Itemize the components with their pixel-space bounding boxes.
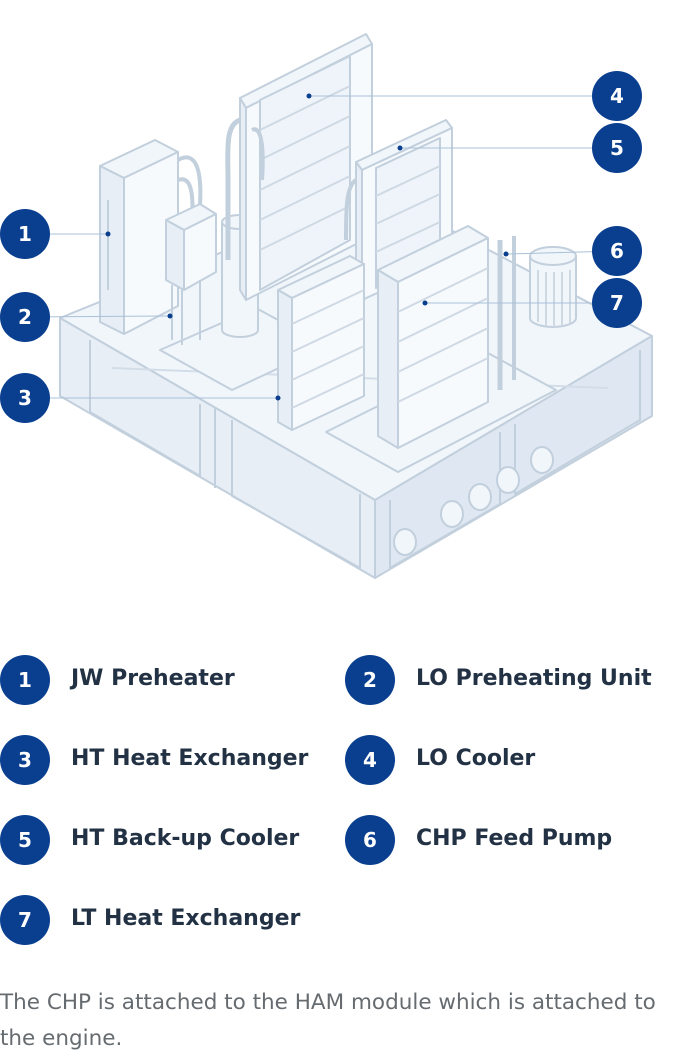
legend-number-badge: 2	[345, 655, 395, 705]
legend-number-badge: 5	[0, 815, 50, 865]
target-dot-jw-preheater	[106, 232, 111, 237]
legend-number-badge: 7	[0, 895, 50, 945]
chp-module-illustration: 1 2 3 4 5 6 7	[0, 0, 690, 600]
target-dot-ht-back-up-cooler	[398, 146, 403, 151]
legend-label: LO Preheating Unit	[416, 666, 652, 691]
legend-label: HT Back-up Cooler	[71, 826, 299, 851]
legend-label: LO Cooler	[416, 746, 535, 771]
target-dot-chp-feed-pump	[504, 252, 509, 257]
legend-label: JW Preheater	[71, 666, 235, 691]
callout-number: 6	[610, 239, 624, 263]
target-dot-ht-heat-exchanger	[276, 396, 281, 401]
legend-number-badge: 6	[345, 815, 395, 865]
target-dot-lo-cooler	[307, 94, 312, 99]
legend-label: LT Heat Exchanger	[71, 906, 300, 931]
legend-number-badge: 3	[0, 735, 50, 785]
callout-badge-lo-cooler: 4	[592, 71, 642, 121]
callout-number: 5	[610, 136, 624, 160]
target-dot-lt-heat-exchanger	[423, 301, 428, 306]
legend-number-badge: 1	[0, 655, 50, 705]
caption-text: The CHP is attached to the HAM module wh…	[0, 985, 660, 1057]
callout-number: 4	[610, 84, 624, 108]
callout-badge-jw-preheater: 1	[0, 209, 50, 259]
callout-badge-lo-preheating-unit: 2	[0, 292, 50, 342]
callout-number: 3	[18, 386, 32, 410]
callout-number: 1	[18, 222, 32, 246]
callout-badge-ht-heat-exchanger: 3	[0, 373, 50, 423]
legend-label: HT Heat Exchanger	[71, 746, 308, 771]
legend-number-badge: 4	[345, 735, 395, 785]
chp-feed-pump-unit	[530, 247, 576, 327]
target-dot-lo-preheating-unit	[168, 314, 173, 319]
callout-badge-ht-back-up-cooler: 5	[592, 123, 642, 173]
callout-number: 7	[610, 291, 624, 315]
callout-number: 2	[18, 305, 32, 329]
callout-badge-chp-feed-pump: 6	[592, 226, 642, 276]
callout-badge-lt-heat-exchanger: 7	[592, 278, 642, 328]
legend-label: CHP Feed Pump	[416, 826, 612, 851]
